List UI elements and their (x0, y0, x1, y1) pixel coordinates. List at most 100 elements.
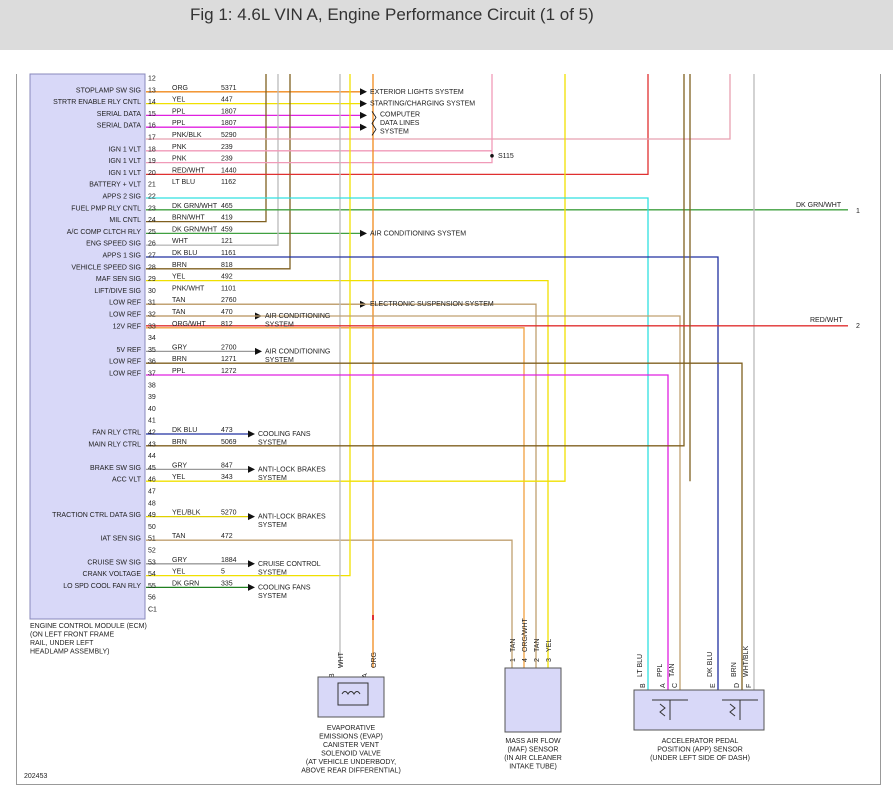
circuit-number: 5069 (221, 439, 237, 446)
circuit-number: 2700 (221, 344, 237, 351)
arrow-icon (255, 347, 262, 355)
destination-label: SYSTEM (258, 593, 287, 600)
pin-signal-label: STOPLAMP SW SIG (76, 87, 141, 94)
destination-label: SYSTEM (258, 440, 287, 447)
pin-signal-label: ACC VLT (112, 477, 142, 484)
wire-app-dkblu (146, 256, 719, 690)
wire-color-label: TAN (172, 297, 185, 304)
connector-pin-letter: A (660, 683, 667, 688)
pin-signal-label: BATTERY + VLT (89, 182, 142, 189)
wire-color-label: ORG/WHT (172, 321, 207, 328)
wire-color-label: PNK (172, 144, 187, 151)
wire-maf-low (146, 303, 537, 668)
wire-color-label: GRY (172, 344, 187, 351)
destination-label: ANTI-LOCK BRAKES (258, 514, 326, 521)
pin-signal-label: LOW REF (109, 371, 141, 378)
circuit-number: 239 (221, 144, 233, 151)
wire-color-label: PNK (172, 156, 187, 163)
pin-signal-label: CRUISE SW SIG (87, 559, 141, 566)
wire-maf-12v (146, 327, 525, 668)
circuit-number: 1807 (221, 120, 237, 127)
circuit-number: 1101 (221, 285, 236, 292)
evap-valve-box (317, 676, 385, 718)
circuit-number: 1162 (221, 179, 236, 186)
arrow-icon (360, 88, 367, 96)
pin-signal-label: LIFT/DIVE SIG (94, 288, 141, 295)
pin-signal-label: IGN 1 VLT (108, 170, 141, 177)
wire-red-wht (146, 74, 649, 176)
circuit-number: 1807 (221, 108, 237, 115)
destination-label: COMPUTER (380, 111, 420, 118)
connector-wire-color: BRN (731, 662, 738, 677)
connector-wire-color: ORG/WHT (522, 617, 529, 652)
arrow-icon (248, 583, 255, 591)
circuit-number: 335 (221, 580, 233, 587)
wire-color-label: BRN (172, 356, 187, 363)
app-label: (UNDER LEFT SIDE OF DASH) (650, 755, 750, 762)
circuit-number: 472 (221, 533, 233, 540)
circuit-number: 1161 (221, 250, 236, 257)
wire-color-label: LT BLU (172, 179, 195, 186)
destination-label: EXTERIOR LIGHTS SYSTEM (370, 89, 464, 96)
destination-label: DATA LINES (380, 120, 420, 127)
pin-signal-label: MAIN RLY CTRL (88, 441, 141, 448)
pin-signal-label: SERIAL DATA (97, 123, 142, 130)
destination-label: AIR CONDITIONING (265, 348, 330, 355)
connector-wire-color: PPL (657, 664, 664, 677)
wire-color-label: DK GRN/WHT (172, 226, 218, 233)
wire-pink (146, 150, 493, 164)
connector-wire-color: LT BLU (637, 654, 644, 677)
wire-color-label: GRY (172, 462, 187, 469)
wire-color-label: DK BLU (172, 250, 197, 257)
circuit-number: 1272 (221, 368, 237, 375)
circuit-number: 473 (221, 427, 233, 434)
connector-pin-letter: B (329, 673, 336, 678)
pin-number: 52 (148, 548, 156, 555)
wire-color-label: PNK/WHT (172, 285, 205, 292)
pin-signal-label: 12V REF (113, 323, 141, 330)
circuit-number: 447 (221, 97, 233, 104)
page-title: Fig 1: 4.6L VIN A, Engine Performance Ci… (190, 5, 594, 24)
brace-symbol (371, 111, 377, 136)
pin-signal-label: A/C COMP CLTCH RLY (67, 229, 142, 236)
offpage-ref: 2 (856, 323, 860, 330)
pin-signal-label: IGN 1 VLT (108, 146, 141, 153)
component-layer (317, 667, 765, 733)
pin-signal-label: ENG SPEED SIG (86, 241, 141, 248)
destination-label: SYSTEM (258, 522, 287, 529)
ecm-description: RAIL, UNDER LEFT (30, 640, 94, 647)
evap-label: (AT VEHICLE UNDERBODY, (306, 759, 396, 766)
wire-color-label: PPL (172, 368, 185, 375)
pin-number: 31 (148, 300, 156, 307)
pin-signal-label: APPS 1 SIG (102, 253, 141, 260)
circuit-number: 847 (221, 462, 233, 469)
pin-number: 29 (148, 276, 156, 283)
circuit-number: 419 (221, 215, 233, 222)
evap-label: SOLENOID VALVE (321, 751, 381, 758)
connector-wire-color: WHT/BLK (743, 646, 750, 677)
pin-signal-label: VEHICLE SPEED SIG (71, 264, 141, 271)
pin-signal-label: CRANK VOLTAGE (83, 571, 142, 578)
wire-color-label: DK GRN/WHT (172, 203, 218, 210)
ecm-description: (ON LEFT FRONT FRAME (30, 632, 114, 639)
wire-color-label: BRN (172, 439, 187, 446)
pin-number: 32 (148, 312, 156, 319)
wire-pnk-blk (146, 74, 731, 140)
arrow-icon (360, 111, 367, 119)
connector-wire-color: ORG (371, 652, 378, 668)
connector-pin-letter: F (746, 684, 753, 688)
pin-signal-label: SERIAL DATA (97, 111, 142, 118)
wire-color-label: ORG (172, 85, 188, 92)
splice-dot (490, 154, 494, 158)
pin-number: 39 (148, 394, 156, 401)
pin-number: 25 (148, 229, 156, 236)
destination-label: SYSTEM (380, 128, 409, 135)
wire-color-label: YEL/BLK (172, 510, 201, 517)
pin-number: 36 (148, 359, 156, 366)
destination-label: CRUISE CONTROL (258, 561, 321, 568)
destination-label: COOLING FANS (258, 431, 311, 438)
pin-number: 13 (148, 87, 156, 94)
wire-color-label: BRN (172, 262, 187, 269)
circuit-number: 1884 (221, 557, 237, 564)
